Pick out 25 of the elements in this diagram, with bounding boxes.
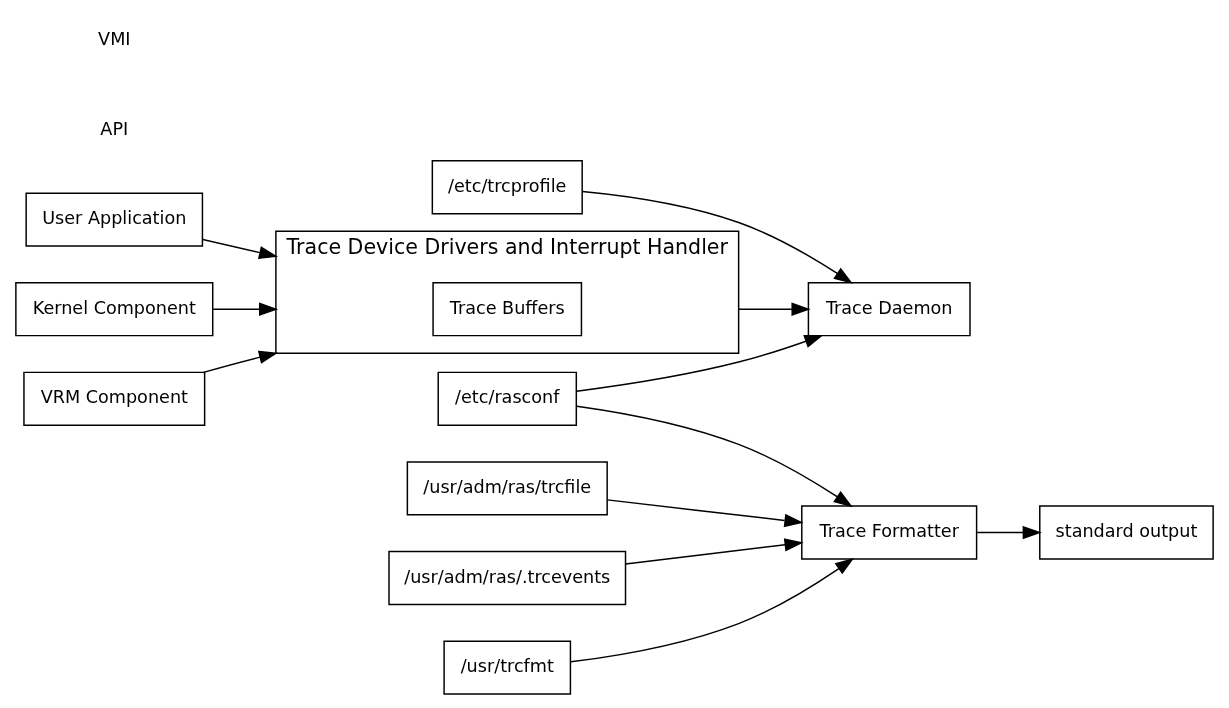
- node-box: /usr/adm/ras/trcfile: [406, 461, 608, 516]
- arrow: [570, 557, 855, 663]
- label: API: [100, 118, 129, 139]
- node-box: /usr/adm/ras/.trcevents: [388, 550, 627, 606]
- arrow: [624, 538, 804, 565]
- arrow: [581, 190, 853, 284]
- arrow: [202, 238, 279, 260]
- node-box: VRM Component: [23, 371, 206, 426]
- arrow: [202, 350, 279, 374]
- label: VMI: [98, 28, 131, 49]
- node-box: /etc/rasconf: [437, 371, 578, 426]
- arrow: [576, 405, 853, 508]
- node-box: /etc/trcprofile: [431, 160, 583, 215]
- arrow: [737, 302, 811, 316]
- node-box: Kernel Component: [15, 282, 214, 337]
- arrow: [976, 525, 1042, 540]
- node-box: Trace Daemon: [807, 282, 971, 337]
- node-box: /usr/trcfmt: [443, 640, 572, 695]
- node-box: standard output: [1039, 505, 1214, 560]
- arrow: [606, 499, 804, 528]
- arrow: [576, 334, 824, 392]
- node-box: Trace Buffers: [432, 282, 583, 337]
- node-box: User Application: [25, 192, 204, 247]
- node-box: Trace Formatter: [801, 505, 978, 560]
- arrow: [212, 302, 279, 316]
